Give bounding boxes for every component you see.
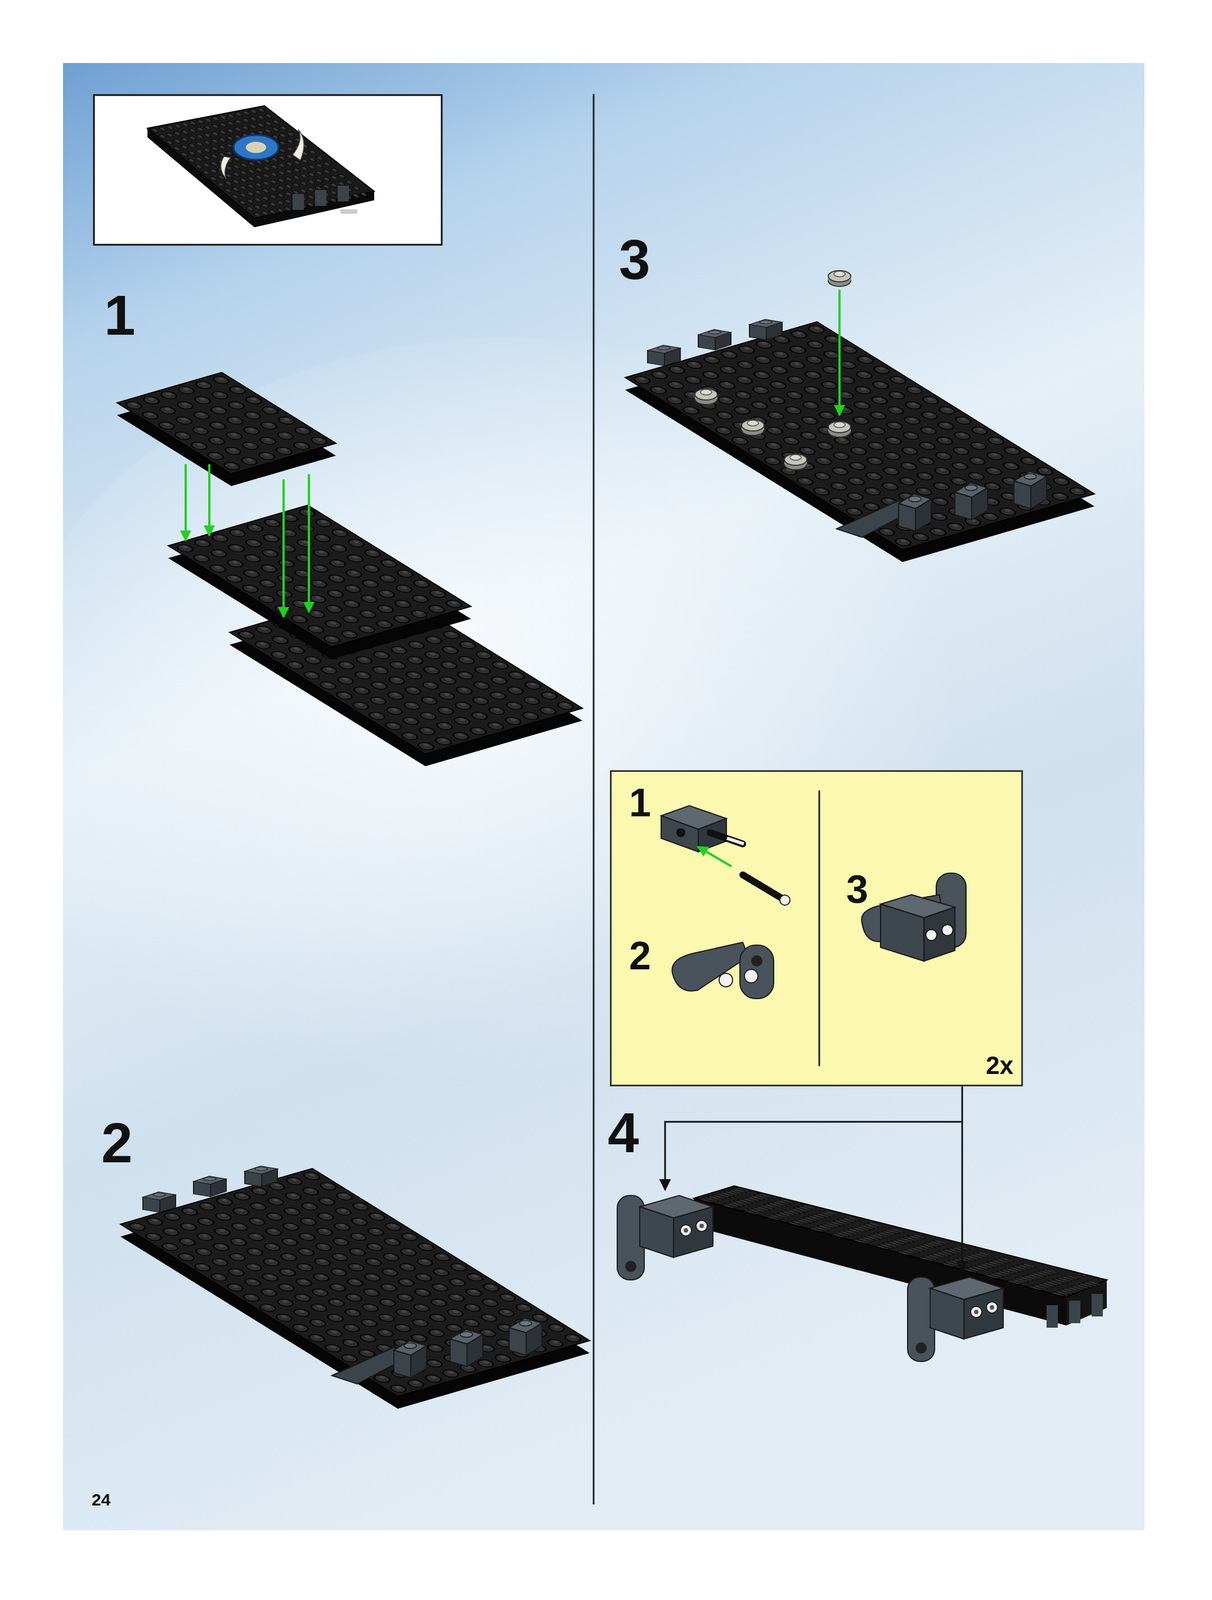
substep-number: 3 (846, 869, 869, 910)
callout-leader (665, 1086, 963, 1272)
step-number: 4 (607, 1104, 640, 1161)
step-number: 1 (104, 286, 136, 344)
step4-model (617, 1186, 1108, 1362)
substep-number: 2 (629, 936, 652, 976)
page-number: 24 (91, 1491, 111, 1509)
step-number: 3 (618, 231, 651, 288)
step-number: 2 (101, 1114, 133, 1171)
substep-number: 1 (629, 783, 652, 823)
callout-box: 1 2 3 2x (609, 770, 1023, 1087)
callout-parts (661, 805, 967, 999)
step1-model (117, 372, 583, 767)
step3-model (625, 270, 1095, 563)
quantity-label: 2x (985, 1053, 1014, 1079)
step2-model (120, 1166, 590, 1409)
